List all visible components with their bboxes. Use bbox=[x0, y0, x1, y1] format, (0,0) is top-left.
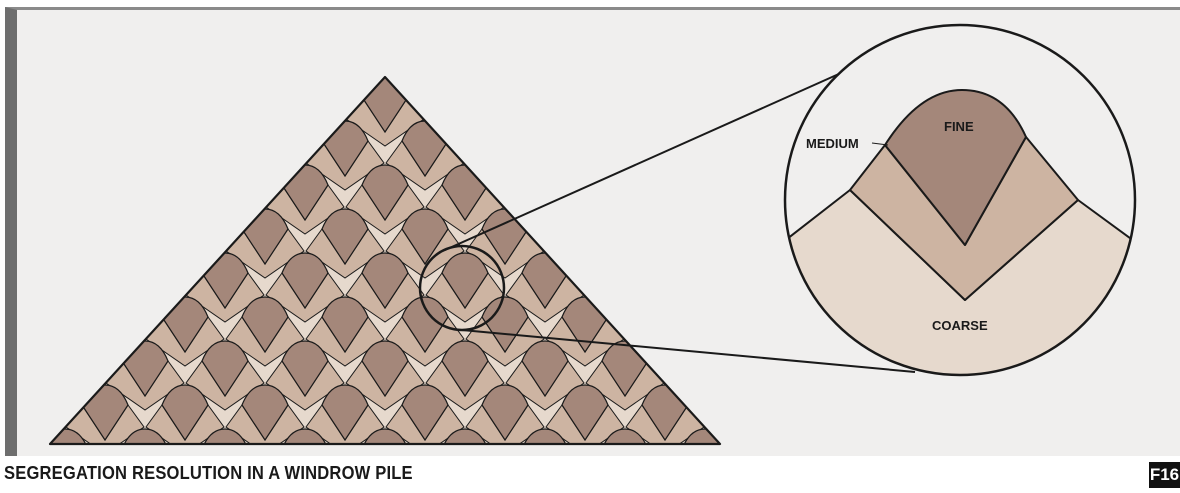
fine-label: FINE bbox=[944, 119, 974, 134]
figure-number-badge: F16 bbox=[1149, 462, 1180, 488]
pile-cells bbox=[26, 77, 744, 460]
coarse-label: COARSE bbox=[932, 318, 988, 333]
zoom-detail: FINE MEDIUM COARSE bbox=[760, 25, 1160, 400]
medium-label: MEDIUM bbox=[806, 136, 859, 151]
windrow-pile bbox=[26, 77, 744, 460]
figure-caption: SEGREGATION RESOLUTION IN A WINDROW PILE bbox=[4, 463, 413, 484]
windrow-segregation-diagram: FINE MEDIUM COARSE bbox=[0, 0, 1180, 460]
